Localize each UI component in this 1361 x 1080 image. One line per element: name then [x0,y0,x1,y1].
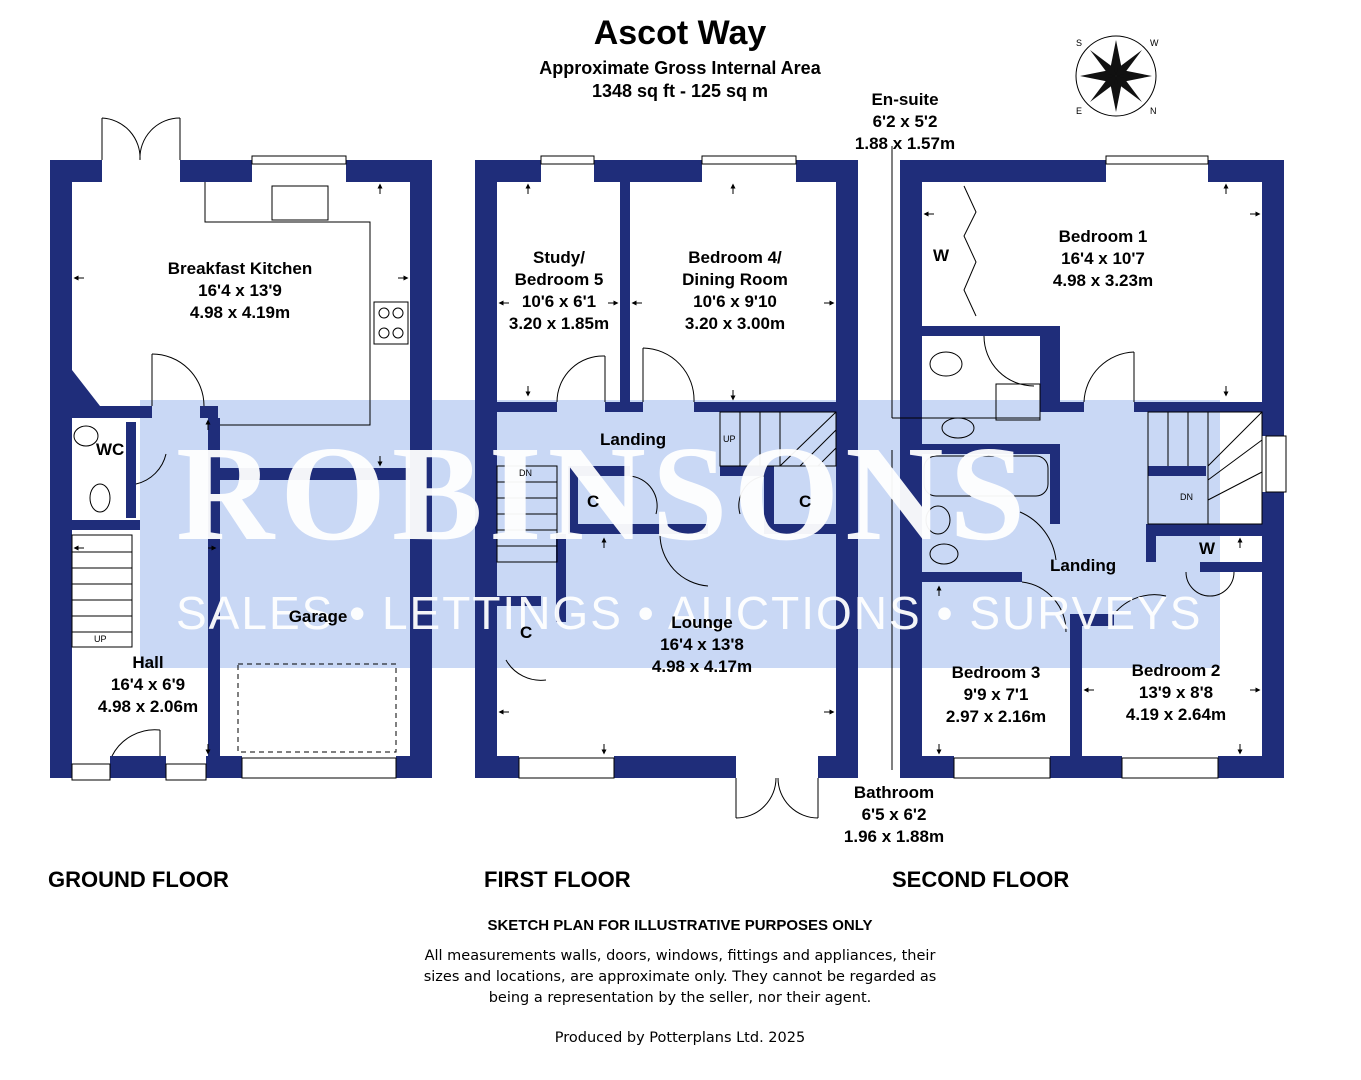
wardrobe-label-2: W [1199,539,1216,558]
cupboard-label-1: C [587,492,600,511]
wardrobe-label-1: W [933,246,950,265]
lounge-imperial: 16'4 x 13'8 [660,635,744,654]
ensuite-imperial: 6'2 x 5'2 [872,112,938,131]
first-floor-label: FIRST FLOOR [484,867,631,892]
breakfast-kitchen-imperial: 16'4 x 13'9 [198,281,282,300]
room-second-landing: Landing [1050,556,1117,575]
room-garage: Garage [288,607,348,626]
ground-floor-fittings [71,117,409,781]
watermark-services: SALES • LETTINGS • AUCTIONS • SURVEYS [176,587,1203,639]
study-metric: 3.20 x 1.85m [508,314,610,333]
ensuite-metric: 1.88 x 1.57m [854,134,956,153]
area-value: 1348 sq ft - 125 sq m [591,81,769,101]
lounge-metric: 4.98 x 4.17m [651,657,753,676]
compass-letter-n: N [1150,106,1157,116]
first-stairs-up-label: UP [723,434,736,444]
area-subtitle: Approximate Gross Internal Area [539,58,821,78]
first-floor-fittings [496,155,837,819]
page-title: Ascot Way [593,14,767,52]
ground-floor-label: GROUND FLOOR [48,867,229,892]
bedroom4-name-line2: Dining Room [682,270,788,289]
hall-imperial: 16'4 x 6'9 [110,675,186,694]
disclaimer-line-1: All measurements walls, doors, windows, … [424,948,936,964]
bedroom4-imperial: 10'6 x 9'10 [693,292,777,311]
room-bedroom-1: Bedroom 1 16'4 x 10'7 4.98 x 3.23m [1020,226,1186,292]
watermark-brand: ROBINSONS [176,419,1032,569]
compass-letter-e: E [1076,106,1083,116]
room-bathroom: Bathroom 6'5 x 6'2 1.96 x 1.88m [824,782,964,848]
second-floor-label: SECOND FLOOR [892,867,1070,892]
compass-icon [1075,35,1157,117]
cupboard-label-3: C [520,623,533,642]
bedroom4-name-line1: Bedroom 4/ [688,248,782,267]
bedroom3-imperial: 9'9 x 7'1 [963,685,1029,704]
second-floor-fittings [891,146,1287,779]
first-floor-walls [475,160,858,778]
disclaimer-line-2: sizes and locations, are approximate onl… [423,969,937,985]
bathroom-imperial: 6'5 x 6'2 [861,805,927,824]
bedroom3-metric: 2.97 x 2.16m [945,707,1047,726]
breakfast-kitchen-name: Breakfast Kitchen [167,259,313,278]
bathroom-metric: 1.96 x 1.88m [843,827,945,846]
dimension-arrows [73,183,1261,755]
room-bedroom-2: Bedroom 2 13'9 x 8'8 4.19 x 2.64m [1096,660,1256,726]
first-stairs-down-label: DN [519,468,532,478]
bedroom2-name: Bedroom 2 [1131,661,1221,680]
second-stairs-down-label: DN [1180,492,1193,502]
bedroom1-imperial: 16'4 x 10'7 [1061,249,1145,268]
study-name-line1: Study/ [533,248,585,267]
breakfast-kitchen-metric: 4.98 x 4.19m [189,303,291,322]
study-imperial: 10'6 x 6'1 [521,292,597,311]
room-lounge: Lounge 16'4 x 13'8 4.98 x 4.17m [612,612,792,678]
room-bedroom-4: Bedroom 4/ Dining Room 10'6 x 9'10 3.20 … [650,247,820,335]
disclaimer: All measurements walls, doors, windows, … [330,946,1030,1009]
room-breakfast-kitchen: Breakfast Kitchen 16'4 x 13'9 4.98 x 4.1… [120,258,360,324]
bedroom4-metric: 3.20 x 3.00m [684,314,786,333]
disclaimer-line-3: being a representation by the seller, no… [488,990,872,1006]
bathroom-name: Bathroom [853,783,935,802]
producer-credit: Produced by Potterplans Ltd. 2025 [554,1030,806,1046]
compass-letter-s: S [1076,38,1083,48]
bedroom2-imperial: 13'9 x 8'8 [1138,683,1214,702]
lounge-name: Lounge [671,613,733,632]
hall-name: Hall [132,653,164,672]
study-name-line2: Bedroom 5 [514,270,604,289]
room-wc: WC [96,440,125,459]
ground-stairs-up-label: UP [94,634,107,644]
bedroom3-name: Bedroom 3 [951,663,1041,682]
cupboard-label-2: C [799,492,812,511]
bedroom2-metric: 4.19 x 2.64m [1125,705,1227,724]
ground-floor-walls [50,160,432,778]
room-first-landing: Landing [600,430,667,449]
bedroom1-name: Bedroom 1 [1058,227,1148,246]
hall-metric: 4.98 x 2.06m [97,697,199,716]
room-bedroom-3: Bedroom 3 9'9 x 7'1 2.97 x 2.16m [926,662,1066,728]
ensuite-name: En-suite [871,90,939,109]
room-study: Study/ Bedroom 5 10'6 x 6'1 3.20 x 1.85m [496,247,622,335]
bedroom1-metric: 4.98 x 3.23m [1052,271,1154,290]
room-ensuite: En-suite 6'2 x 5'2 1.88 x 1.57m [830,89,980,155]
sketch-note: SKETCH PLAN FOR ILLUSTRATIVE PURPOSES ON… [487,917,873,934]
room-hall: Hall 16'4 x 6'9 4.98 x 2.06m [76,652,220,718]
compass-letter-w: W [1150,38,1159,48]
